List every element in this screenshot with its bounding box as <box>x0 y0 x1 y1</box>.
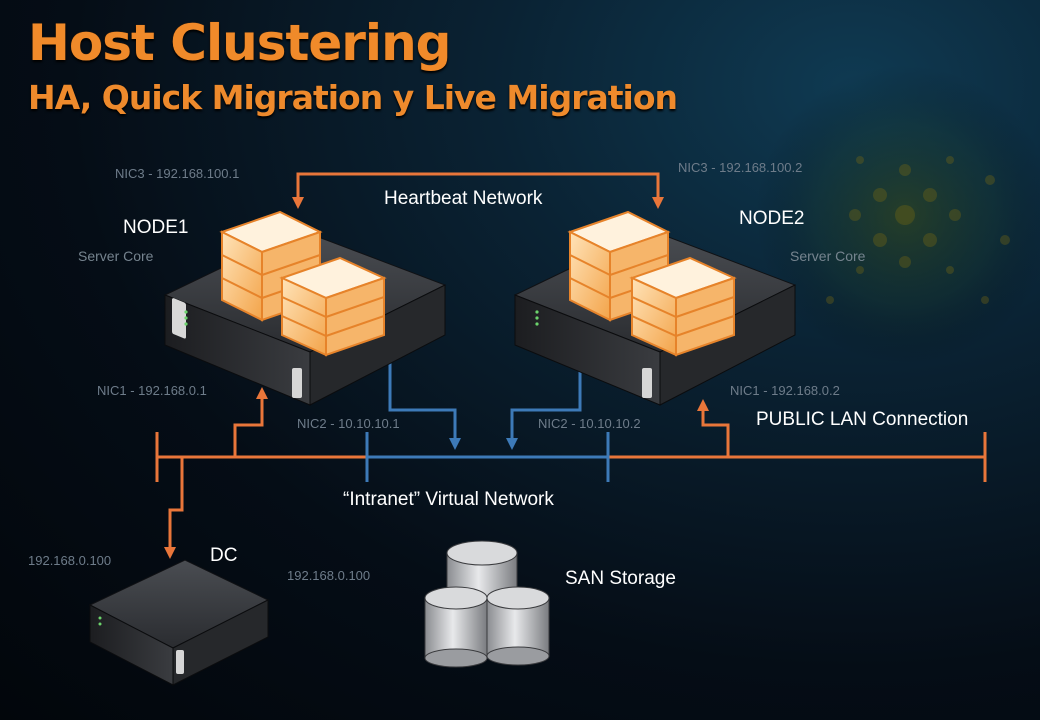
node1-public-link <box>233 387 268 457</box>
node2-nic2-label: NIC2 - 10.10.10.2 <box>538 416 641 431</box>
slide-title: Host Clustering <box>28 14 451 72</box>
node2-server <box>513 210 797 406</box>
intranet-network-label: “Intranet” Virtual Network <box>343 489 554 510</box>
node2-nic3-label: NIC3 - 192.168.100.2 <box>678 160 803 175</box>
node1-intranet-link <box>388 360 461 450</box>
node2-public-link <box>697 399 730 457</box>
node1-label: NODE1 <box>123 217 189 238</box>
node2-os-label: Server Core <box>790 248 866 264</box>
node2-intranet-link <box>506 360 582 450</box>
dc-ip-label: 192.168.0.100 <box>28 553 112 568</box>
dc-server <box>88 559 270 686</box>
dc-link <box>164 457 184 559</box>
san-storage-label: SAN Storage <box>565 568 676 589</box>
node1-os-label: Server Core <box>78 248 154 264</box>
public-lan-label: PUBLIC LAN Connection <box>756 409 969 430</box>
node1-nic2-label: NIC2 - 10.10.10.1 <box>297 416 400 431</box>
san-storage-icon <box>424 540 550 668</box>
node2-label: NODE2 <box>739 208 805 229</box>
san-ip-label: 192.168.0.100 <box>287 568 371 583</box>
slide-subtitle: HA, Quick Migration y Live Migration <box>28 78 678 117</box>
node1-server <box>163 210 447 406</box>
dc-label: DC <box>210 545 238 566</box>
node1-nic1-label: NIC1 - 192.168.0.1 <box>97 383 207 398</box>
node1-nic3-label: NIC3 - 192.168.100.1 <box>115 166 240 181</box>
heartbeat-link <box>292 172 664 209</box>
heartbeat-network-label: Heartbeat Network <box>384 188 543 209</box>
node2-nic1-label: NIC1 - 192.168.0.2 <box>730 383 840 398</box>
